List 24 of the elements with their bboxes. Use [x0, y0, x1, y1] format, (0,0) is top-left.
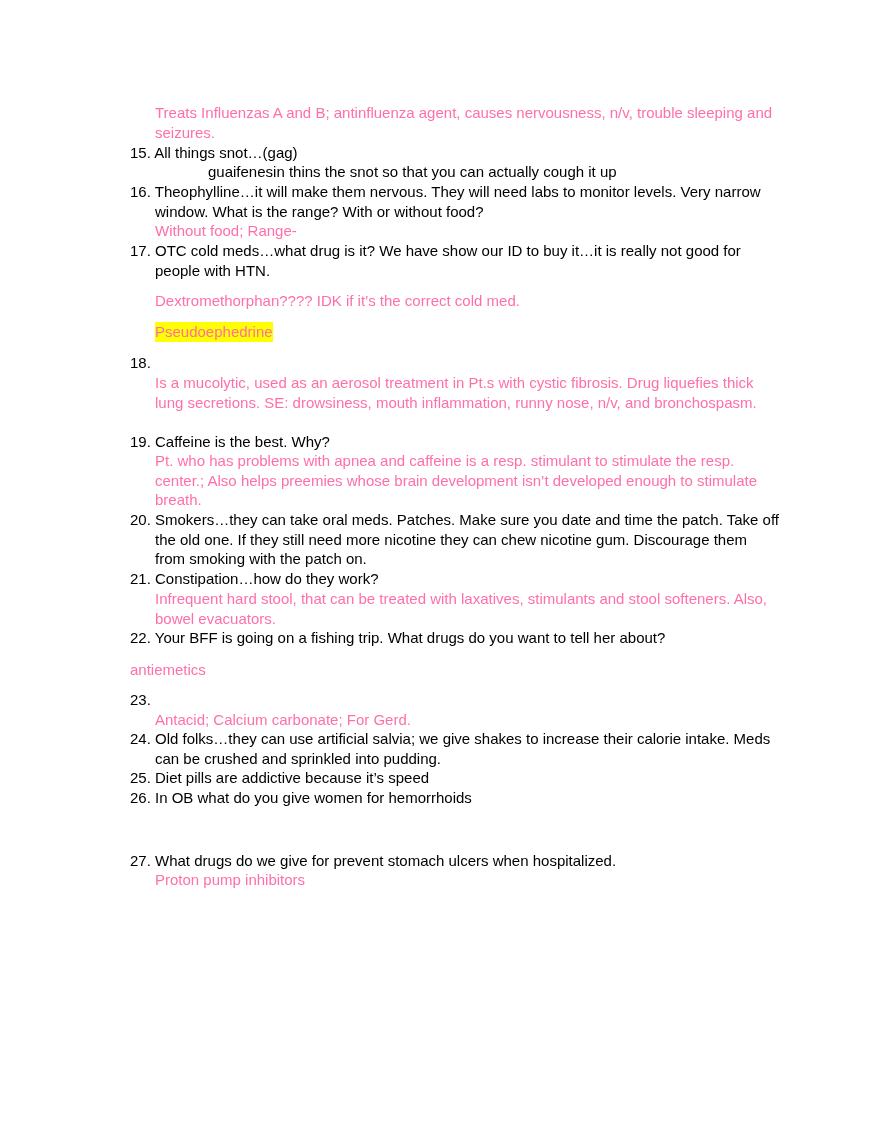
list-item-text: 22. Your BFF is going on a fishing trip. What drugs do you want to tell her about?	[130, 628, 667, 648]
highlighted-answer: Pseudoephedrine	[155, 322, 273, 342]
list-item-text: 24. Old folks…they can use artificial salvia; we give shakes to increase their calorie intake. Meds can be crushed and sprinkled into pudding.	[130, 729, 772, 769]
answer-note: Is a mucolytic, used as an aerosol treatment in Pt.s with cystic fibrosis. Drug liquefies thick lung secretions. SE: drowsiness, mouth inflammation, runny nose, n/v, and bronchospasm.	[155, 373, 758, 413]
list-item-text: 18.	[130, 353, 152, 373]
list-item-text: 15. All things snot…(gag)	[130, 143, 299, 163]
answer-note: Without food; Range-	[155, 221, 298, 241]
note-text: antiemetics	[130, 660, 206, 680]
list-item-text: 19. Caffeine is the best. Why?	[130, 432, 331, 452]
list-item-text: 16. Theophylline…it will make them nervous. They will need labs to monitor levels. Very narrow window. What is the range? With or without food?	[130, 182, 762, 222]
list-item-text: 21. Constipation…how do they work?	[130, 569, 380, 589]
list-item-text: 26. In OB what do you give women for hemorrhoids	[130, 788, 473, 808]
list-item-text: 17. OTC cold meds…what drug is it? We have show our ID to buy it…it is really not good for people with HTN.	[130, 241, 742, 281]
list-item-text: 25. Diet pills are addictive because it’s speed	[130, 768, 431, 788]
list-item-text: 20. Smokers…they can take oral meds. Patches. Make sure you date and time the patch. Take off the old one. If they still need more nicotine they can chew nicotine gum. Discourage them from smoking with the patch on.	[130, 510, 780, 569]
answer-note: Dextromethorphan???? IDK if it’s the correct cold med.	[155, 291, 521, 311]
answer-note: Antacid; Calcium carbonate; For Gerd.	[155, 710, 412, 730]
answer-note: Proton pump inhibitors	[155, 870, 307, 890]
answer-note: Infrequent hard stool, that can be treated with laxatives, stimulants and stool softeners. Also, bowel evacuators.	[155, 589, 768, 629]
list-item-text: 23.	[130, 690, 152, 710]
list-item-text: 27. What drugs do we give for prevent stomach ulcers when hospitalized.	[130, 851, 618, 871]
answer-note: Pt. who has problems with apnea and caffeine is a resp. stimulant to stimulate the resp. center.; Also helps preemies whose brain development isn’t developed enough to stimulate breath.	[155, 451, 759, 510]
note-text: guaifenesin thins the snot so that you can actually cough it up	[208, 162, 617, 182]
answer-note: Treats Influenzas A and B; antinfluenza agent, causes nervousness, n/v, trouble sleeping and seizures.	[155, 103, 774, 143]
